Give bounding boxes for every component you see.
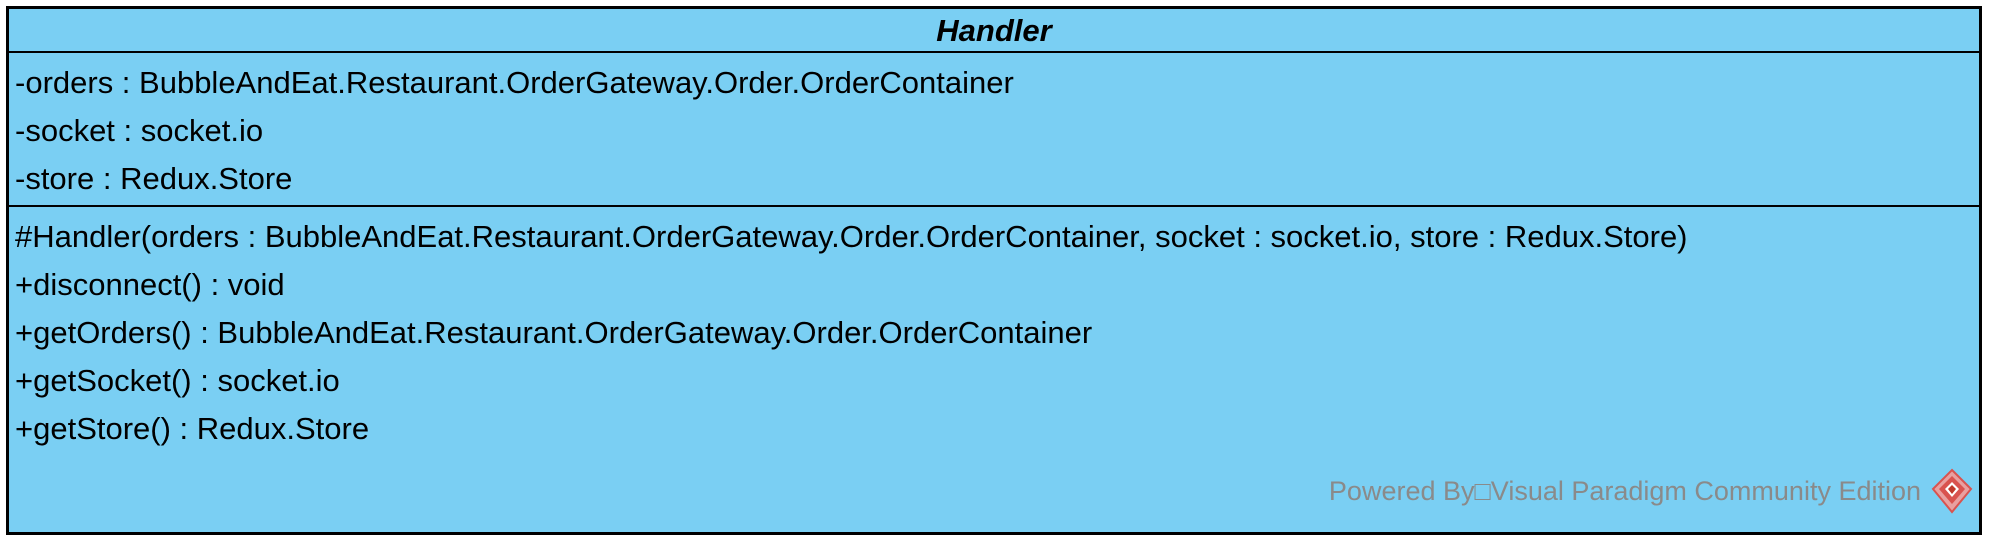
operation-get-orders: +getOrders() : BubbleAndEat.Restaurant.O… — [15, 315, 1093, 350]
operation-disconnect: +disconnect() : void — [15, 267, 285, 302]
uml-class-box[interactable]: Handler -orders : BubbleAndEat.Restauran… — [6, 6, 1982, 535]
attribute-socket: -socket : socket.io — [15, 113, 264, 148]
operations-compartment: #Handler(orders : BubbleAndEat.Restauran… — [9, 207, 1979, 532]
attributes-compartment: -orders : BubbleAndEat.Restaurant.OrderG… — [9, 53, 1979, 207]
operation-get-socket: +getSocket() : socket.io — [15, 363, 340, 398]
class-name: Handler — [936, 12, 1052, 48]
class-name-compartment: Handler — [9, 9, 1979, 53]
attribute-orders: -orders : BubbleAndEat.Restaurant.OrderG… — [15, 65, 1014, 100]
operation-get-store: +getStore() : Redux.Store — [15, 411, 370, 446]
operation-constructor: #Handler(orders : BubbleAndEat.Restauran… — [15, 219, 1688, 254]
visual-paradigm-logo-icon — [1931, 468, 1973, 514]
watermark-text: Powered By□Visual Paradigm Community Edi… — [1328, 475, 1921, 506]
watermark: Powered By□Visual Paradigm Community Edi… — [1329, 468, 1973, 514]
attribute-store: -store : Redux.Store — [15, 161, 293, 196]
